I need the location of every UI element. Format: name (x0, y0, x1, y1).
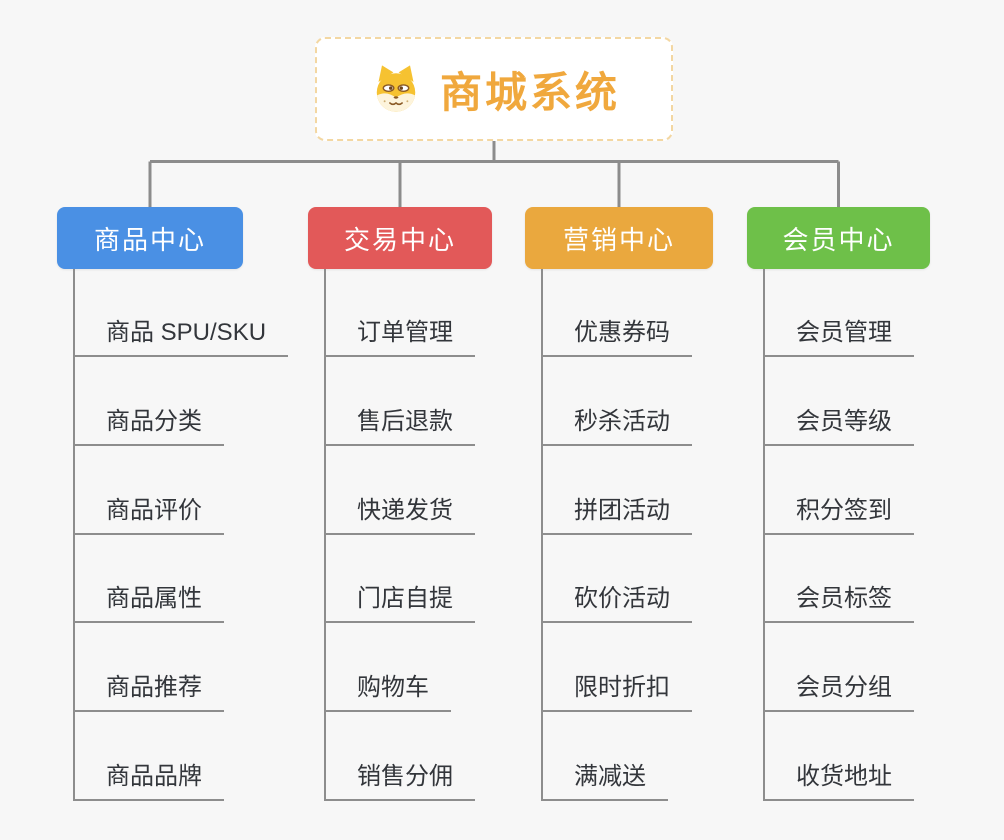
branch-column: 会员中心 会员管理会员等级积分签到会员标签会员分组收货地址 (747, 207, 930, 801)
child-node[interactable]: 收货地址 (763, 761, 914, 801)
child-node[interactable]: 购物车 (324, 672, 451, 713)
branch-column: 交易中心 订单管理售后退款快递发货门店自提购物车销售分佣 (308, 207, 492, 801)
child-node[interactable]: 限时折扣 (541, 672, 692, 713)
child-node[interactable]: 商品评价 (73, 495, 224, 535)
branch-column: 商品中心 商品 SPU/SKU 商品分类商品评价商品属性商品推荐商品品牌 (57, 207, 289, 801)
branch-node-1[interactable]: 商品中心 (57, 207, 243, 269)
child-node[interactable]: 优惠券码 (541, 317, 692, 357)
branch-node-2[interactable]: 交易中心 (308, 207, 492, 269)
child-node[interactable]: 会员管理 (763, 317, 914, 357)
child-node[interactable]: 砍价活动 (541, 583, 692, 624)
child-node[interactable]: 商品 SPU/SKU (73, 317, 289, 357)
child-node[interactable]: 商品属性 (73, 583, 224, 624)
dog-face-icon (376, 65, 416, 112)
branch-trunk-line (541, 269, 543, 801)
child-node[interactable]: 商品品牌 (73, 761, 224, 801)
child-node[interactable]: 销售分佣 (324, 761, 475, 801)
child-node[interactable]: 商品推荐 (73, 672, 224, 713)
root-title: 商城系统 (439, 68, 620, 116)
child-node[interactable]: 会员等级 (763, 406, 914, 446)
branch-node-3[interactable]: 营销中心 (525, 207, 713, 269)
child-node[interactable]: 秒杀活动 (541, 406, 692, 446)
root-node[interactable]: 商城系统 (315, 37, 673, 141)
child-node[interactable]: 商品分类 (73, 406, 224, 446)
child-node[interactable]: 积分签到 (763, 495, 914, 535)
child-node[interactable]: 满减送 (541, 761, 668, 801)
child-node[interactable]: 快递发货 (324, 495, 475, 535)
child-node[interactable]: 会员标签 (763, 583, 914, 624)
branch-trunk-line (324, 269, 326, 801)
child-node[interactable]: 拼团活动 (541, 495, 692, 535)
child-node[interactable]: 售后退款 (324, 406, 475, 446)
child-node[interactable]: 会员分组 (763, 672, 914, 713)
child-node[interactable]: 门店自提 (324, 583, 475, 624)
branch-node-4[interactable]: 会员中心 (747, 207, 930, 269)
branch-column: 营销中心 优惠券码秒杀活动拼团活动砍价活动限时折扣满减送 (525, 207, 713, 801)
branch-trunk-line (763, 269, 765, 801)
branch-trunk-line (73, 269, 75, 801)
child-node[interactable]: 订单管理 (324, 317, 475, 357)
